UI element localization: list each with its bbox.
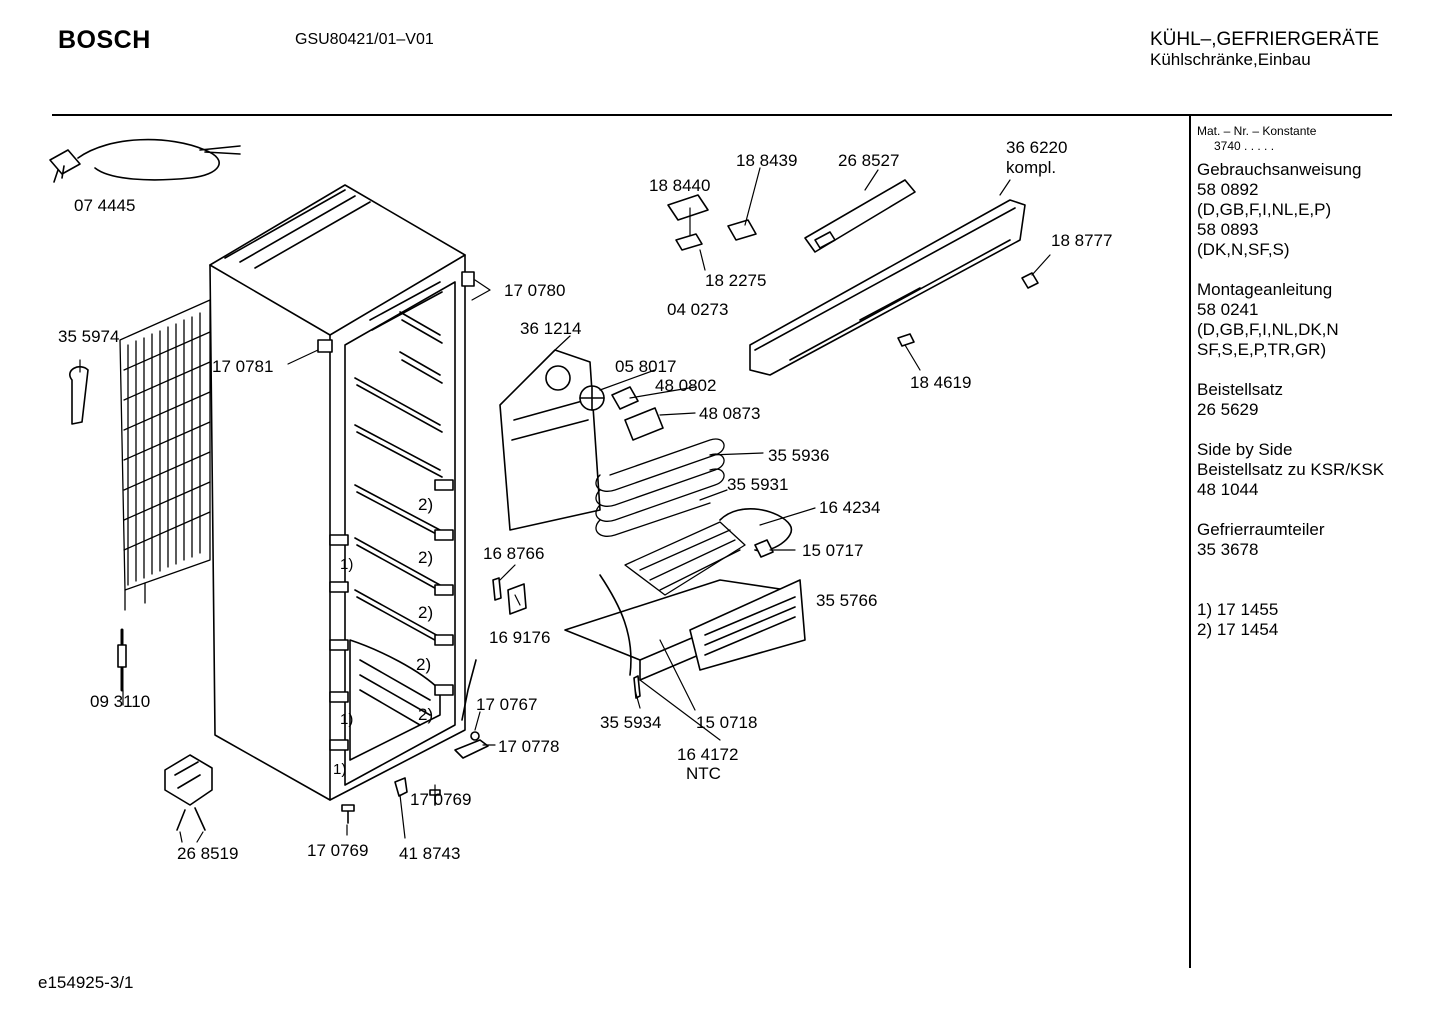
- control-panel-drawing: [667, 179, 1039, 376]
- sidebar-rule: [1189, 116, 1191, 968]
- list-line: Gebrauchsanweisung: [1197, 160, 1362, 179]
- sensor-cable-drawing: [719, 508, 793, 552]
- mat-nr-value: 3740 . . . . .: [1214, 139, 1275, 153]
- power-cord-drawing: [49, 138, 241, 183]
- model-number: GSU80421/01–V01: [295, 31, 434, 48]
- list-line: 26 5629: [1197, 400, 1259, 419]
- part-label: 17 0769: [410, 790, 472, 809]
- accessory-list: Mat. – Nr. – Konstante 3740 . . . . . Ge…: [1197, 124, 1437, 640]
- list-line: 58 0893: [1197, 220, 1259, 239]
- part-label: 36 1214: [520, 319, 582, 338]
- list-line: Gefrierraumteiler: [1197, 520, 1325, 539]
- cabinet-drawing: [209, 184, 475, 801]
- part-label: 26 8527: [838, 151, 900, 170]
- drain-hose-drawing: [69, 365, 89, 425]
- exploded-parts-diagram: [49, 138, 1051, 843]
- list-item: 1) 17 1455 2) 17 1454: [1197, 580, 1437, 640]
- screw-drawings: [341, 659, 489, 824]
- heater-drawing: [117, 628, 127, 692]
- footnote-marker: 2): [416, 655, 432, 674]
- footnote-marker: 1): [340, 711, 354, 728]
- mat-nr-label: Mat. – Nr. – Konstante: [1197, 124, 1317, 138]
- part-label: 18 8440: [649, 176, 711, 195]
- part-label: 16 4172: [677, 745, 739, 764]
- list-line: 48 1044: [1197, 480, 1259, 499]
- fan-drawing: [579, 385, 664, 441]
- list-line: 58 0892: [1197, 180, 1259, 199]
- part-label: 04 0273: [667, 300, 729, 319]
- document-code: e154925-3/1: [38, 973, 134, 992]
- category-title: KÜHL–,GEFRIERGERÄTE: [1150, 29, 1380, 50]
- brand-logo: BOSCH: [58, 26, 151, 54]
- footnote-marker: 1): [340, 556, 354, 573]
- header-rule: [52, 114, 1392, 116]
- part-label: 18 8439: [736, 151, 798, 170]
- drip-tray-drawing: [564, 574, 806, 681]
- part-label: 48 0873: [699, 404, 761, 423]
- part-label: 41 8743: [399, 844, 461, 863]
- part-label: NTC: [686, 764, 721, 783]
- evaporator-panel-drawing: [499, 349, 601, 531]
- list-item: Side by Side Beistellsatz zu KSR/KSK 48 …: [1197, 440, 1437, 500]
- part-label: 18 2275: [705, 271, 767, 290]
- part-label: 18 4619: [910, 373, 972, 392]
- part-label: 26 8519: [177, 844, 239, 863]
- part-label: 35 5934: [600, 713, 662, 732]
- part-label: 15 0717: [802, 541, 864, 560]
- part-label: 17 0767: [476, 695, 538, 714]
- condenser-coil-drawing: [119, 299, 211, 611]
- part-label: kompl.: [1006, 158, 1057, 177]
- evaporator-coil-drawing: [595, 438, 746, 596]
- part-label: 17 0778: [498, 737, 560, 756]
- part-label: 16 9176: [489, 628, 551, 647]
- part-label: 36 6220: [1006, 138, 1068, 157]
- part-label: 17 0769: [307, 841, 369, 860]
- list-line: (DK,N,SF,S): [1197, 240, 1290, 259]
- mounting-clamp-drawing: [164, 754, 213, 831]
- part-label: 07 4445: [74, 196, 136, 215]
- list-line: 35 3678: [1197, 540, 1259, 559]
- list-line: 1) 17 1455: [1197, 600, 1279, 619]
- part-label: 15 0718: [696, 713, 758, 732]
- list-item: Gefrierraumteiler 35 3678: [1197, 520, 1437, 560]
- list-item: Beistellsatz 26 5629: [1197, 380, 1437, 420]
- part-label: 18 8777: [1051, 231, 1113, 250]
- part-label: 35 5931: [727, 475, 789, 494]
- leader-lines: [79, 167, 1051, 843]
- footnote-marker: 1): [333, 761, 347, 778]
- part-label: 35 5766: [816, 591, 878, 610]
- list-item: Montageanleitung 58 0241 (D,GB,F,I,NL,DK…: [1197, 280, 1437, 360]
- footnote-marker: 2): [418, 603, 434, 622]
- list-line: 2) 17 1454: [1197, 620, 1279, 639]
- part-label: 16 8766: [483, 544, 545, 563]
- part-label: 16 4234: [819, 498, 881, 517]
- category-subtitle: Kühlschränke,Einbau: [1150, 50, 1311, 69]
- part-label: 17 0781: [212, 357, 274, 376]
- part-label: 09 3110: [90, 692, 151, 711]
- footnote-marker: 2): [418, 705, 434, 724]
- part-label: 48 0802: [655, 376, 717, 395]
- list-line: [1197, 580, 1437, 600]
- list-line: Beistellsatz: [1197, 380, 1283, 399]
- list-item: Gebrauchsanweisung 58 0892 (D,GB,F,I,NL,…: [1197, 160, 1437, 260]
- footnote-marker: 2): [418, 495, 434, 514]
- list-line: Side by Side: [1197, 440, 1293, 459]
- part-label: 17 0780: [504, 281, 566, 300]
- footnote-marker: 2): [418, 548, 434, 567]
- list-line: Montageanleitung: [1197, 280, 1333, 299]
- list-line: (D,GB,F,I,NL,E,P): [1197, 200, 1332, 219]
- list-line: (D,GB,F,I,NL,DK,N: [1197, 320, 1339, 339]
- part-label: 35 5974: [58, 327, 120, 346]
- list-line: 58 0241: [1197, 300, 1259, 319]
- part-label: 35 5936: [768, 446, 830, 465]
- list-line: Beistellsatz zu KSR/KSK: [1197, 460, 1385, 479]
- part-label: 05 8017: [615, 357, 677, 376]
- list-line: SF,S,E,P,TR,GR): [1197, 340, 1327, 359]
